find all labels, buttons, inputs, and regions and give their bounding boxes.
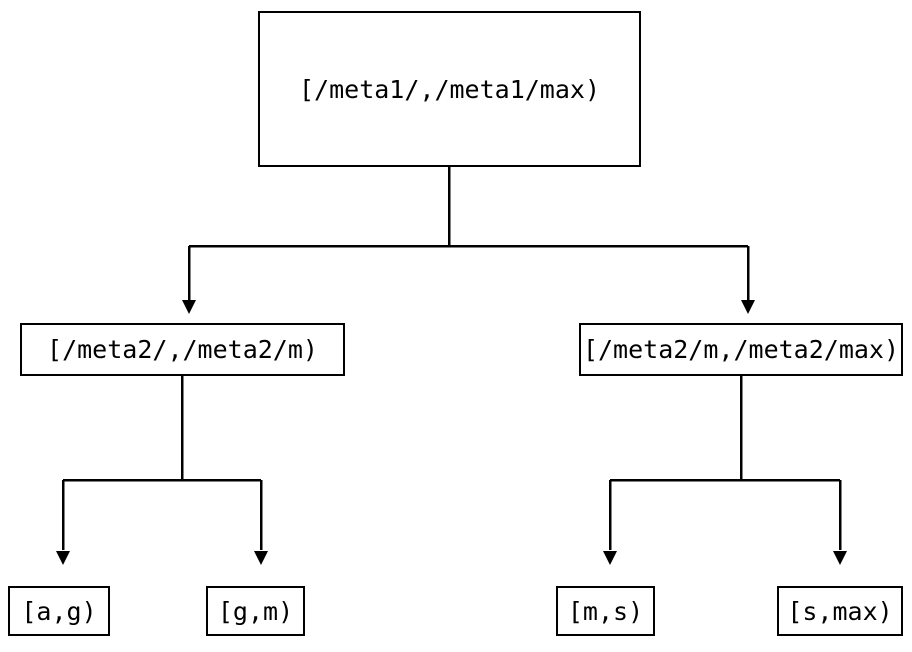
- node-leaf-g-m-label: [g,m): [217, 596, 294, 626]
- node-mid-left[interactable]: [/meta2/,/meta2/m): [20, 323, 345, 376]
- node-leaf-m-s[interactable]: [m,s): [556, 586, 655, 636]
- arrowhead-icon-to-mid-left: [182, 300, 196, 314]
- arrowhead-icon-to-leaf-a-g: [56, 551, 70, 565]
- node-mid-left-label: [/meta2/,/meta2/m): [47, 335, 318, 364]
- edge-mid-left-to-children: [61, 376, 263, 550]
- node-mid-right-label: [/meta2/m,/meta2/max): [582, 335, 900, 364]
- arrowhead-icon-to-leaf-s-max: [833, 551, 847, 565]
- node-mid-right[interactable]: [/meta2/m,/meta2/max): [579, 323, 903, 376]
- node-leaf-a-g-label: [a,g): [21, 596, 97, 626]
- arrowhead-icon-to-mid-right: [741, 300, 755, 314]
- arrowhead-icon-to-leaf-m-s: [603, 551, 617, 565]
- node-leaf-s-max[interactable]: [s,max): [777, 586, 903, 636]
- edge-mid-right-to-children: [608, 376, 842, 550]
- node-leaf-m-s-label: [m,s): [567, 596, 644, 626]
- node-root[interactable]: [/meta1/,/meta1/max): [258, 11, 641, 167]
- node-leaf-a-g[interactable]: [a,g): [8, 586, 110, 636]
- edge-root-to-children: [187, 167, 750, 300]
- node-leaf-g-m[interactable]: [g,m): [206, 586, 305, 636]
- node-leaf-s-max-label: [s,max): [787, 596, 893, 626]
- node-root-label: [/meta1/,/meta1/max): [298, 74, 601, 104]
- arrowhead-icon-to-leaf-g-m: [254, 551, 268, 565]
